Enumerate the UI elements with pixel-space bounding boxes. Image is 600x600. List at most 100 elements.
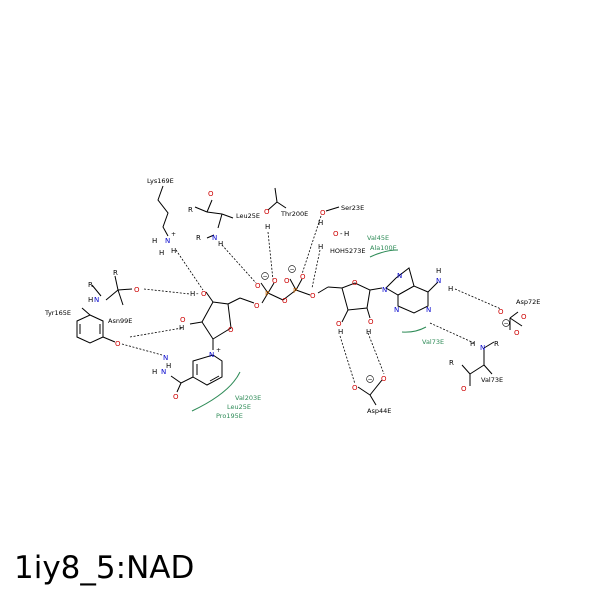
svg-text:H: H xyxy=(166,362,171,370)
svg-text:−: − xyxy=(368,376,373,383)
svg-text:O: O xyxy=(352,384,358,392)
hbond-asp44-a xyxy=(339,335,356,385)
ligand-bonds xyxy=(170,267,439,406)
hbond-val73 xyxy=(429,322,475,344)
svg-text:O: O xyxy=(208,190,214,198)
svg-text:H: H xyxy=(88,296,93,304)
svg-text:O: O xyxy=(521,313,527,321)
svg-text:R: R xyxy=(188,206,193,214)
hbond-hoh xyxy=(311,249,321,289)
svg-text:O: O xyxy=(381,375,387,383)
svg-text:N: N xyxy=(212,234,217,242)
hydrophobic-arc-val73 xyxy=(401,326,427,333)
svg-text:N: N xyxy=(426,306,431,314)
hydrophobic-arc-val203 xyxy=(191,371,241,412)
svg-text:O: O xyxy=(300,273,306,281)
hydrophobic-ala100: Ala100E xyxy=(370,244,397,252)
hbond-lys169 xyxy=(175,249,204,291)
svg-text:N: N xyxy=(209,351,214,359)
svg-text:N: N xyxy=(397,272,402,280)
svg-text:N: N xyxy=(436,277,441,285)
svg-text:O: O xyxy=(115,340,121,348)
svg-text:+: + xyxy=(171,231,176,238)
bond-adenine-6ring xyxy=(397,285,429,314)
svg-text:R: R xyxy=(113,269,118,277)
svg-text:O: O xyxy=(255,282,261,290)
svg-text:H: H xyxy=(179,324,184,332)
hydrophobic-val73: Val73E xyxy=(422,338,444,346)
svg-text:O: O xyxy=(461,385,467,393)
svg-text:O: O xyxy=(514,329,520,337)
svg-text:N: N xyxy=(163,354,168,362)
bond-adenine-5ring xyxy=(385,267,415,296)
svg-text:H: H xyxy=(338,328,343,336)
svg-text:O: O xyxy=(173,393,179,401)
hbond-tyr165-ribose xyxy=(129,327,183,338)
hydrophobic-labels: Val45E Ala100E Val73E Val203E Leu25E Pro… xyxy=(216,234,444,420)
atom-lys-n: N xyxy=(165,237,170,245)
svg-text:R: R xyxy=(196,234,201,242)
svg-text:O: O xyxy=(310,292,316,300)
svg-text:H: H xyxy=(159,249,164,257)
svg-text:R: R xyxy=(494,340,499,348)
svg-text:O: O xyxy=(180,316,186,324)
bond-nicotinamide-ring xyxy=(192,354,223,386)
hydrophobic-val203: Val203E xyxy=(235,394,261,402)
atom-labels: N H H H + O R N R H O H O H O - H H O H … xyxy=(88,190,527,401)
svg-text:-: - xyxy=(340,230,343,238)
svg-text:O: O xyxy=(201,290,207,298)
hbond-asp44-b xyxy=(367,332,385,375)
residue-hoh: HOH5273E xyxy=(330,247,366,255)
svg-text:N: N xyxy=(394,306,399,314)
svg-text:O: O xyxy=(336,320,342,328)
ligand-title: 1iy8_5:NAD xyxy=(14,550,195,586)
svg-text:P: P xyxy=(265,290,269,298)
svg-text:N: N xyxy=(94,296,99,304)
svg-text:H: H xyxy=(366,328,371,336)
svg-text:N: N xyxy=(382,286,387,294)
hydrophobic-leu25: Leu25E xyxy=(227,403,251,411)
svg-text:O: O xyxy=(228,326,234,334)
residue-asn99: Asn99E xyxy=(108,317,132,325)
svg-text:O: O xyxy=(282,297,288,305)
svg-text:H: H xyxy=(344,230,349,238)
residue-leu25-top: Leu25E xyxy=(236,212,260,220)
svg-text:R: R xyxy=(449,359,454,367)
svg-text:R: R xyxy=(88,281,93,289)
residue-thr200: Thr200E xyxy=(280,210,308,218)
svg-text:H: H xyxy=(218,240,223,248)
hydrophobic-arcs xyxy=(191,249,427,412)
svg-text:H: H xyxy=(318,243,323,251)
svg-text:O: O xyxy=(368,318,374,326)
bond-tyr165-ring xyxy=(76,314,104,344)
svg-text:O: O xyxy=(333,230,339,238)
svg-text:O: O xyxy=(284,277,290,285)
residue-sidechains xyxy=(76,185,523,386)
svg-text:O: O xyxy=(264,208,270,216)
svg-text:N: N xyxy=(480,344,485,352)
svg-text:N: N xyxy=(161,368,166,376)
residue-asp72: Asp72E xyxy=(516,298,540,306)
hbond-asp72 xyxy=(454,288,502,310)
residue-asp44: Asp44E xyxy=(367,407,391,415)
residue-val73: Val73E xyxy=(481,376,503,384)
svg-text:H: H xyxy=(152,368,157,376)
hydrophobic-pro195: Pro195E xyxy=(216,412,243,420)
bond-ade-ribose xyxy=(327,282,371,311)
svg-text:H: H xyxy=(448,285,453,293)
svg-text:H: H xyxy=(436,267,441,275)
svg-text:-: - xyxy=(196,290,199,298)
residue-ser23: Ser23E xyxy=(341,204,364,212)
hbond-tyr165-amide xyxy=(121,343,163,356)
hbond-asn99 xyxy=(143,288,191,295)
svg-text:O: O xyxy=(352,279,358,287)
svg-text:H: H xyxy=(470,340,475,348)
svg-text:H: H xyxy=(190,290,195,298)
svg-text:−: − xyxy=(290,266,295,273)
svg-text:H: H xyxy=(318,219,323,227)
svg-text:H: H xyxy=(171,247,176,255)
svg-text:+: + xyxy=(216,347,221,354)
svg-text:P: P xyxy=(293,287,297,295)
hydrogen-bonds xyxy=(121,215,502,385)
